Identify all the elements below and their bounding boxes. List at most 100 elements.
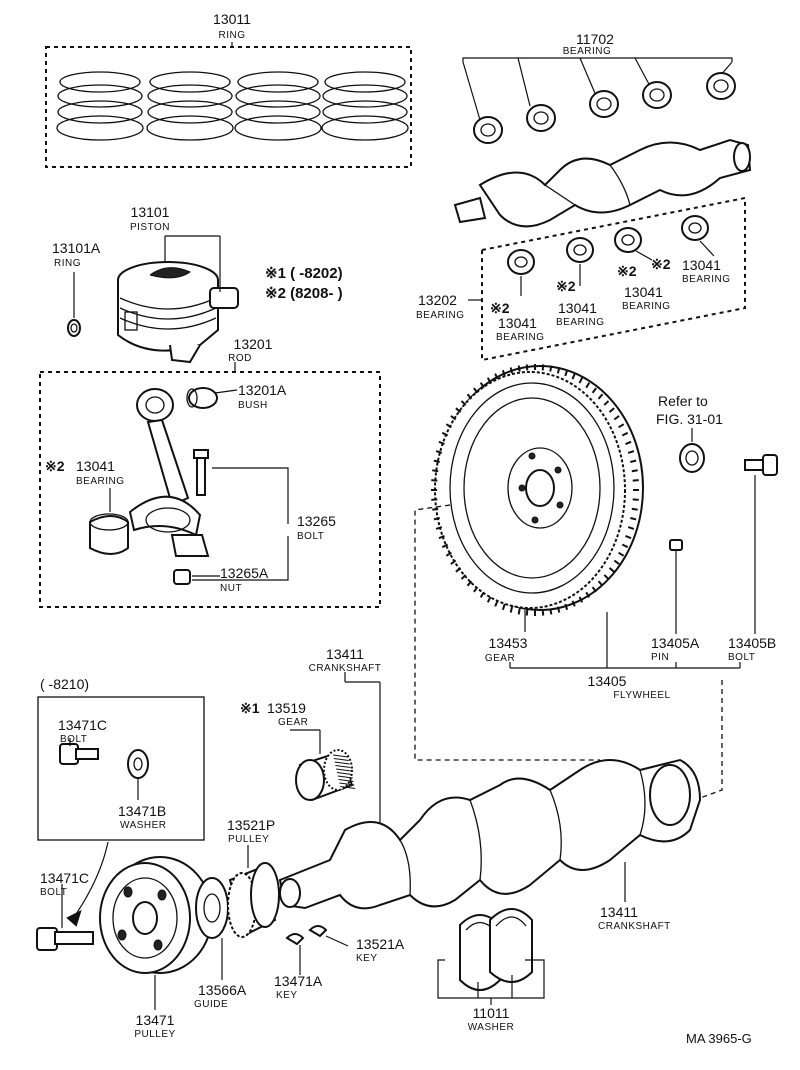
main-bearings-upper [462,57,736,144]
part-name-bush: BUSH [238,400,268,411]
part-number-13202: 13202 [418,292,457,308]
part-name-bolt-fw: BOLT [728,652,755,663]
flywheel-bolt [744,454,778,476]
part-number-13471C: 13471C [40,870,89,886]
part-number-13101: 13101 [131,204,170,220]
part-name-ring: RING [219,30,246,41]
part-name-pulley-crank: PULLEY [134,1029,175,1040]
part-name-rod: ROD [228,353,252,364]
part-number-13521P: 13521P [227,817,275,833]
rod-bolt-13265 [193,449,209,496]
flywheel [434,365,644,611]
part-name-bolt-pulley: BOLT [40,887,67,898]
bearing-c-mark: ※2 [617,263,637,279]
crank-pulley [99,856,213,974]
part-number-13201A: 13201A [238,382,287,398]
part-number-13471B: 13471B [118,803,166,819]
rod-nut-13265A [173,569,191,585]
part-number-13471C-inset: 13471C [58,717,107,733]
pilot-bearing-note-line1: Refer to [658,393,708,409]
main-bearing-set [468,196,746,362]
part-number-13519: 13519 [267,700,306,716]
note-mark-1: ※1 ( -8202) [265,265,343,282]
part-name-pin: PIN [651,652,669,663]
upper-bearing-shell [473,72,736,144]
part-number-13453: 13453 [489,635,528,651]
part-name-bolt-inset: BOLT [60,734,87,745]
flywheel-ring-gear-teeth [431,364,639,616]
connecting-rod-group [39,362,381,608]
part-name-bolt-rod: BOLT [297,531,324,542]
bearing-a-mark: ※2 [490,300,510,316]
part-name-pulley-timing: PULLEY [228,834,269,845]
part-name-bearing-upper: BEARING [563,46,612,57]
part-number-13471A: 13471A [274,973,323,989]
part-number-13411-top: 13411 [326,646,364,662]
part-name-washer-thrust: WASHER [468,1022,515,1033]
piston-ring-13101A [67,272,81,337]
connecting-rod [128,388,210,557]
pulley-bolt [36,927,94,951]
crank-timing-gear-teeth [332,754,356,789]
bearing-b-mark: ※2 [556,278,576,294]
figure-code: MA 3965-G [686,1031,752,1046]
guide-13566A [195,877,229,939]
part-number-13411-bottom: 13411 [600,904,638,920]
flywheel-pin [669,539,683,551]
part-name-piston: PISTON [130,222,170,233]
thrust-washers [459,908,533,991]
part-number-13011: 13011 [213,11,251,27]
part-name-key-pulley: KEY [276,990,298,1001]
key-13521A [308,925,328,938]
part-number-11011: 11011 [473,1005,510,1021]
part-name-key-small: KEY [356,953,378,964]
piston-ring-set [45,42,412,168]
part-name-bearing-rod: BEARING [76,476,125,487]
part-name-gear-ring: GEAR [485,653,515,664]
part-number-13041-a: 13041 [498,315,537,331]
crank-timing-gear [295,749,354,802]
note-mark-2: ※2 (8208- ) [265,285,343,302]
crankshaft-upper-illustration [453,138,752,228]
part-name-crankshaft-bottom: CRANKSHAFT [598,921,671,932]
part-number-13041-b: 13041 [558,300,597,316]
crank-gear-mark: ※1 [240,700,260,716]
part-number-13265A: 13265A [220,565,269,581]
part-name-ring-small: RING [54,258,81,269]
part-name-bearing-a: BEARING [496,332,545,343]
part-name-gear-timing: GEAR [278,717,308,728]
part-number-13101A: 13101A [52,240,101,256]
inset-box [37,696,205,841]
part-number-13265: 13265 [297,513,336,529]
bush-13201A [186,387,218,409]
part-number-13566A: 13566A [198,982,247,998]
part-number-13405A: 13405A [651,635,700,651]
part-number-13405: 13405 [588,673,627,689]
part-number-13041-rod: 13041 [76,458,115,474]
part-name-bearing-c: BEARING [622,301,671,312]
inset-washer [127,749,149,779]
part-name-crankshaft-top: CRANKSHAFT [309,663,382,674]
rod-bearing-mark: ※2 [45,458,65,474]
part-number-13405B: 13405B [728,635,776,651]
part-name-flywheel: FLYWHEEL [613,690,670,701]
part-name-nut: NUT [220,583,242,594]
part-number-13201: 13201 [234,336,273,352]
part-name-bearing-b: BEARING [556,317,605,328]
pilot-bearing-note-line2: FIG. 31-01 [656,411,723,427]
bearing-d-mark: ※2 [651,256,671,272]
key-13471A [285,933,305,946]
part-name-bearing-set: BEARING [416,310,465,321]
crankshaft [278,758,702,910]
part-number-13521A: 13521A [356,936,405,952]
part-name-guide: GUIDE [194,999,228,1010]
part-name-washer-inset: WASHER [120,820,167,831]
rod-bearing-13041 [89,513,129,555]
timing-pulley [227,862,280,938]
inset-range: ( -8210) [40,676,89,692]
part-number-13471: 13471 [136,1012,175,1028]
piston [117,261,239,364]
part-name-bearing-d: BEARING [682,274,731,285]
part-number-13041-d: 13041 [682,257,721,273]
